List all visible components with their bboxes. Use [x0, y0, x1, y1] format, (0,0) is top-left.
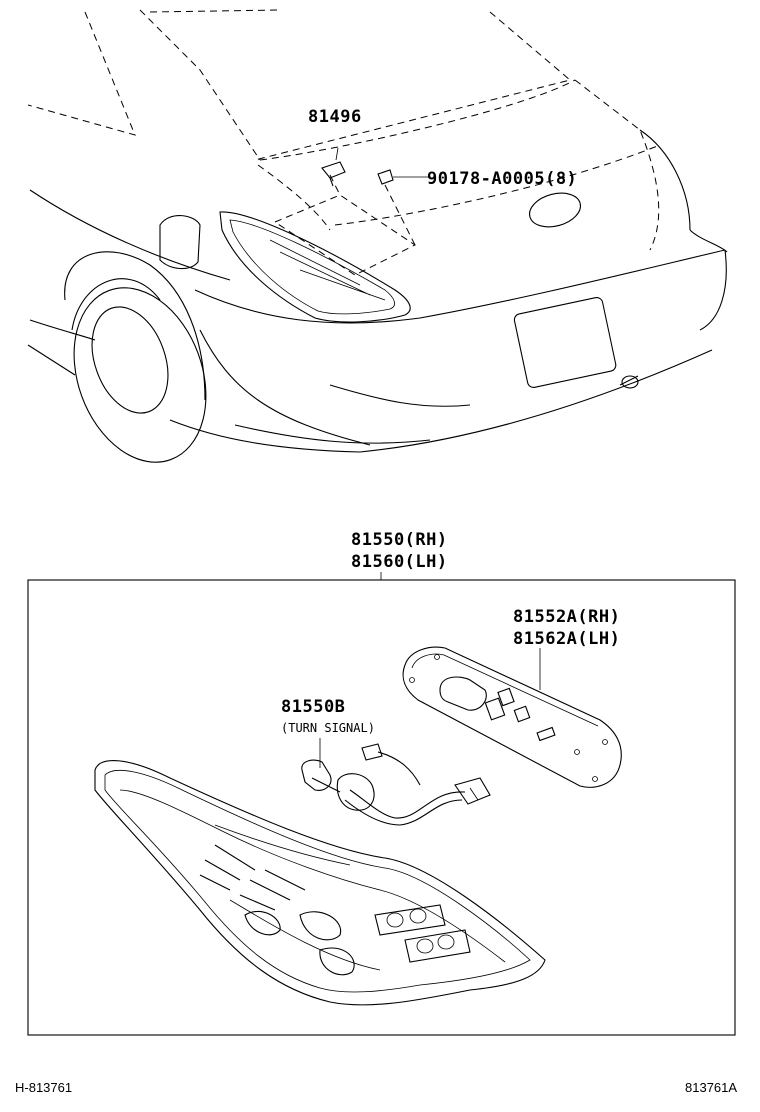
base-rh-part-number: 81552A(RH) — [513, 607, 620, 627]
clip-part-number: 81496 — [308, 107, 362, 127]
assembly-lh-part-number: 81560(LH) — [351, 552, 448, 572]
bulb-description: (TURN SIGNAL) — [281, 721, 375, 735]
turn-signal-bulb-socket — [301, 738, 491, 826]
base-lh-part-number: 81562A(LH) — [513, 629, 620, 649]
diagram-code-left: H-813761 — [15, 1080, 72, 1095]
assembly-frame — [27, 579, 736, 1036]
tail-lamp-lens — [94, 760, 546, 1006]
bulb-part-number: 81550B — [281, 697, 345, 717]
car-rear-illustration — [27, 9, 728, 463]
lamp-base-plate — [402, 646, 622, 788]
assembly-rh-part-number: 81550(RH) — [351, 530, 448, 550]
diagram-code-right: 813761A — [685, 1080, 737, 1095]
nut-part-number: 90178-A0005(8) — [427, 169, 577, 189]
